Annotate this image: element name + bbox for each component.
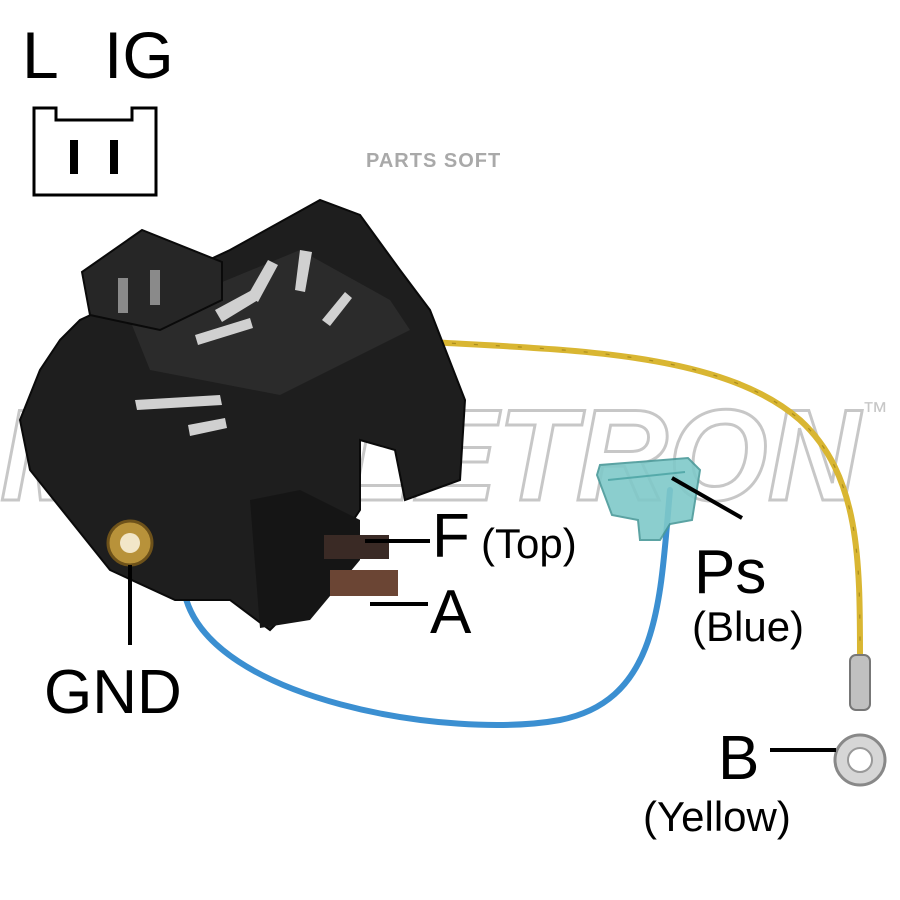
yellow-wire-shade <box>429 341 861 661</box>
terminal-label-ps: Ps <box>694 538 767 607</box>
connector-pin-l <box>70 140 78 174</box>
ring-crimp <box>849 654 871 711</box>
heat-fins <box>135 250 352 436</box>
regulator-body <box>18 198 467 632</box>
connector-symbol <box>32 106 158 197</box>
connector-symbol-outline <box>32 106 158 197</box>
blue-wire <box>182 487 673 728</box>
terminal-note-blue: (Blue) <box>692 603 805 650</box>
brush-a <box>330 570 398 596</box>
brush-f <box>324 535 389 559</box>
pin-label-ig: IG <box>104 18 174 92</box>
parts-soft-watermark: PARTS SOFT <box>366 150 502 172</box>
terminal-label-a: A <box>430 578 472 647</box>
terminal-note-yellow: (Yellow) <box>643 793 791 840</box>
terminal-label-gnd: GND <box>44 658 182 727</box>
brand-tm: ™ <box>862 396 888 426</box>
terminal-note-top: (Top) <box>481 520 577 567</box>
connector-pin-ig <box>110 140 118 174</box>
terminal-label-b: B <box>718 724 760 793</box>
terminal-label-f: F <box>432 502 470 571</box>
leader-ps <box>671 476 743 520</box>
ring-terminal-hole <box>847 747 873 773</box>
pin-label-l: L <box>22 18 59 92</box>
